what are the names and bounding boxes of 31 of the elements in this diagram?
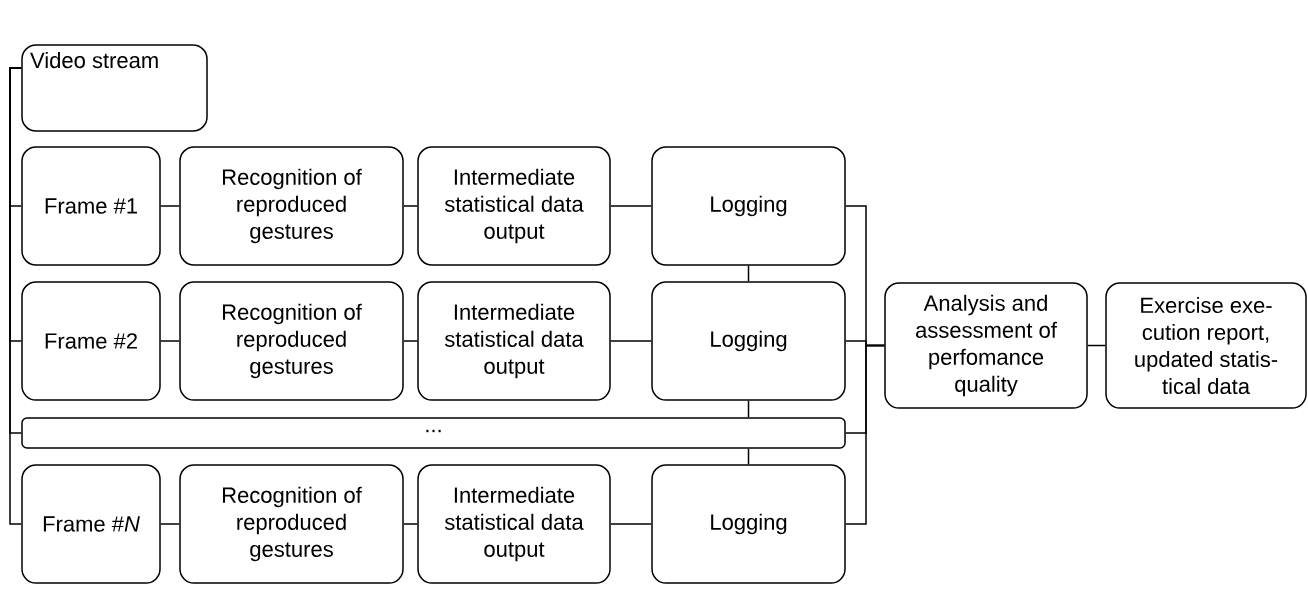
process-box: Recognition of reproduced gestures <box>179 281 404 401</box>
connector-line <box>610 205 652 207</box>
process-box: Analysis and assessment of perfomance quality <box>884 282 1088 409</box>
connector-line <box>403 523 418 525</box>
connector-line <box>747 448 750 465</box>
connector-line <box>9 67 22 525</box>
process-box: Intermediate statistical data output <box>417 281 611 401</box>
connector-line <box>1087 344 1106 347</box>
process-box: Frame #2 <box>21 281 161 401</box>
connector-line <box>160 340 180 342</box>
process-box: Frame #1 <box>21 146 161 266</box>
connector-line <box>610 523 652 525</box>
output-box: Exercise exe- cution report, updated statis- tical data <box>1105 282 1307 409</box>
connector-line <box>845 344 885 525</box>
connector-line <box>403 205 418 207</box>
connector-line <box>747 400 750 418</box>
connector-line <box>747 265 750 282</box>
source-box: Video stream <box>21 44 208 132</box>
connector-line <box>610 340 652 342</box>
process-box: Recognition of reproduced gestures <box>179 146 404 266</box>
process-box: Logging <box>651 281 846 401</box>
process-box: Intermediate statistical data output <box>417 464 611 584</box>
process-box: Recognition of reproduced gestures <box>179 464 404 584</box>
process-box: Frame #N <box>21 464 161 584</box>
connector-line <box>403 340 418 342</box>
connector-line <box>160 523 180 525</box>
process-box: Logging <box>651 146 846 266</box>
process-box: Logging <box>651 464 846 584</box>
ellipsis-band: ... <box>21 417 846 449</box>
process-box: Intermediate statistical data output <box>417 146 611 266</box>
connector-line <box>160 205 180 207</box>
